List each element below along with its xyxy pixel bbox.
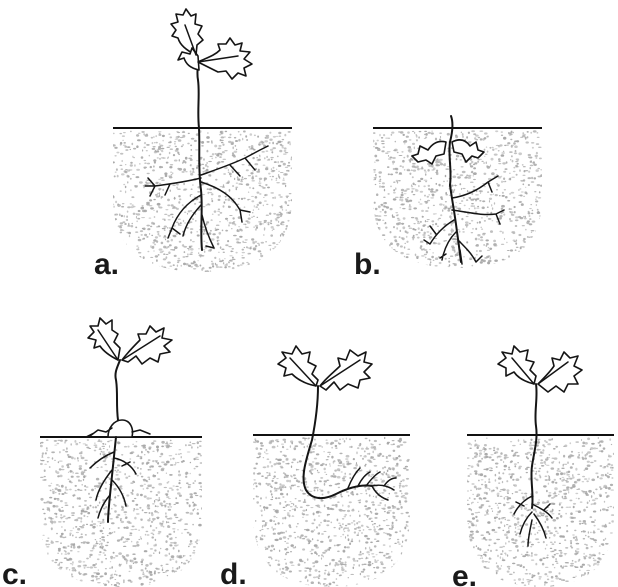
panel-label-a: a. bbox=[94, 248, 119, 281]
soil-c bbox=[39, 439, 204, 587]
panel-c: c. bbox=[2, 318, 203, 587]
panel-e: e. bbox=[452, 346, 616, 587]
panel-label-b: b. bbox=[354, 248, 381, 281]
panel-d: d. bbox=[220, 346, 412, 587]
soil-d bbox=[252, 437, 412, 587]
panel-a: a. bbox=[94, 9, 293, 281]
leaf-e-right bbox=[538, 352, 582, 392]
stem-b bbox=[449, 116, 452, 185]
roots-b bbox=[424, 176, 504, 264]
panel-b: b. bbox=[354, 116, 544, 281]
soil-e bbox=[466, 437, 616, 587]
stem-e bbox=[531, 384, 536, 508]
panel-label-d: d. bbox=[220, 558, 247, 587]
stem-c bbox=[115, 360, 120, 420]
leaf-d-right bbox=[320, 350, 372, 390]
panel-label-e: e. bbox=[452, 560, 477, 587]
stem-d bbox=[304, 386, 372, 498]
panel-label-c: c. bbox=[2, 558, 27, 587]
